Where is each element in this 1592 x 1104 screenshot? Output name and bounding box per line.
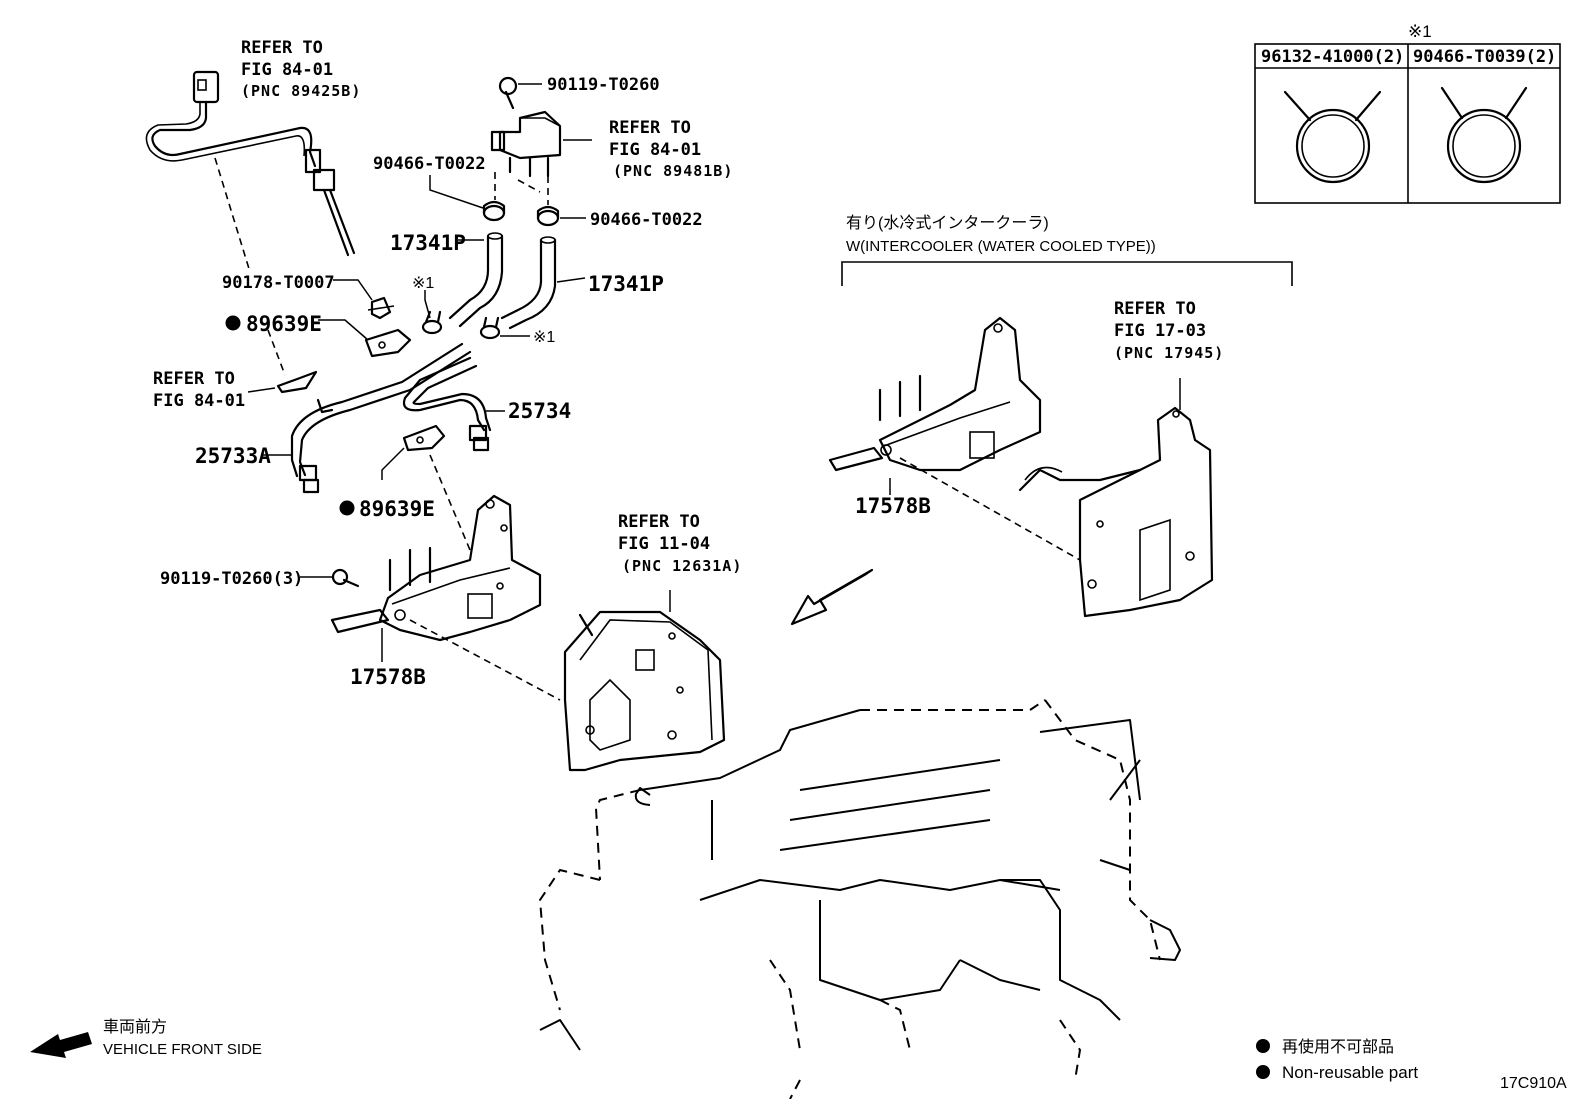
refer-pnc-label: (PNC 12631A) [622, 557, 742, 575]
refer-label: REFER TO [618, 512, 700, 532]
inset-col2-partno: 90466-T0039(2) [1413, 47, 1556, 67]
bracket-89639e-bottom [402, 424, 446, 452]
part-number-hose-left: 17341P [390, 231, 466, 255]
legend-dot-icon [1256, 1065, 1270, 1079]
part-number-bracket-e-top: 89639E [246, 312, 322, 336]
refer-fig-label: FIG 17-03 [1114, 321, 1206, 341]
refer-label: REFER TO [1114, 299, 1196, 319]
part-number-grommet: 90178-T0007 [222, 273, 335, 293]
hose-clamp-left-icon [421, 310, 443, 335]
hose-clamp-icon [1283, 90, 1382, 184]
bolt-bottom-icon [331, 568, 360, 588]
inset-clamp-table: ※1 96132-41000(2) 90466-T0039(2) [1254, 22, 1561, 204]
nonreusable-dot-icon [339, 500, 355, 516]
bolt-top-icon [498, 76, 518, 110]
pipe-25733a [290, 342, 472, 494]
refer-label: REFER TO [153, 369, 235, 389]
footnote-mark: ※1 [412, 275, 434, 292]
part-number-clip-left: 90466-T0022 [373, 154, 486, 174]
wire-clip-mid [276, 370, 318, 394]
front-side-en: VEHICLE FRONT SIDE [103, 1041, 262, 1058]
bracket-17578b-left [330, 494, 542, 642]
part-number-clip-right: 90466-T0022 [590, 210, 703, 230]
refer-fig-label: FIG 84-01 [241, 60, 333, 80]
pressure-sensor [490, 110, 562, 178]
part-number-bolt-top: 90119-T0260 [547, 75, 660, 95]
refer-fig-label: FIG 84-01 [609, 140, 701, 160]
legend-dot-icon [1256, 1039, 1270, 1053]
part-number-pipe-25733a: 25733A [195, 444, 271, 468]
exhaust-temp-sensor [145, 70, 356, 257]
intercooler-bracket-fig17-03 [1018, 406, 1214, 618]
refer-pnc-label: (PNC 89481B) [613, 162, 733, 180]
intercooler-condition-jp: 有り(水冷式インタークーラ) [846, 214, 1049, 232]
intercooler-condition-en: W(INTERCOOLER (WATER COOLED TYPE)) [846, 238, 1156, 255]
part-number-hose-right: 17341P [588, 272, 664, 296]
clip-left-icon [482, 200, 506, 222]
vehicle-front-arrow-icon [30, 1032, 92, 1058]
hose-right [500, 236, 557, 330]
inset-col1-partno: 96132-41000(2) [1261, 47, 1404, 67]
part-number-bracket-left: 17578B [350, 665, 426, 689]
clip-right-icon [536, 205, 560, 227]
refer-fig-label: FIG 11-04 [618, 534, 710, 554]
pipe-25734 [402, 356, 492, 452]
inset-header: ※1 [1408, 22, 1432, 41]
bracket-fig11-04 [563, 610, 726, 772]
legend-en: Non-reusable part [1282, 1063, 1418, 1082]
clip-clamp-icon [1440, 86, 1528, 184]
refer-pnc-label: (PNC 89425B) [241, 82, 361, 100]
refer-label: REFER TO [609, 118, 691, 138]
hose-clamp-right-icon [479, 316, 501, 340]
part-number-bolt-bottom: 90119-T0260(3) [160, 569, 303, 589]
part-number-bracket-right: 17578B [855, 494, 931, 518]
engine-outline [538, 699, 1181, 1100]
nonreusable-dot-icon [225, 315, 241, 331]
part-number-bracket-e-bottom: 89639E [359, 497, 435, 521]
bracket-17578b-right [828, 316, 1042, 472]
part-number-pipe-25734: 25734 [508, 399, 571, 423]
refer-pnc-label: (PNC 17945) [1114, 344, 1224, 362]
grommet-icon [367, 296, 395, 320]
front-side-jp: 車両前方 [103, 1018, 167, 1036]
refer-label: REFER TO [241, 38, 323, 58]
footnote-mark: ※1 [533, 329, 555, 346]
assembly-direction-arrow-icon [790, 568, 874, 626]
legend-jp: 再使用不可部品 [1282, 1038, 1394, 1056]
hose-left [448, 232, 504, 328]
bracket-89639e-top [364, 328, 412, 358]
figure-code: 17C910A [1500, 1075, 1567, 1092]
refer-fig-label: FIG 84-01 [153, 391, 245, 411]
